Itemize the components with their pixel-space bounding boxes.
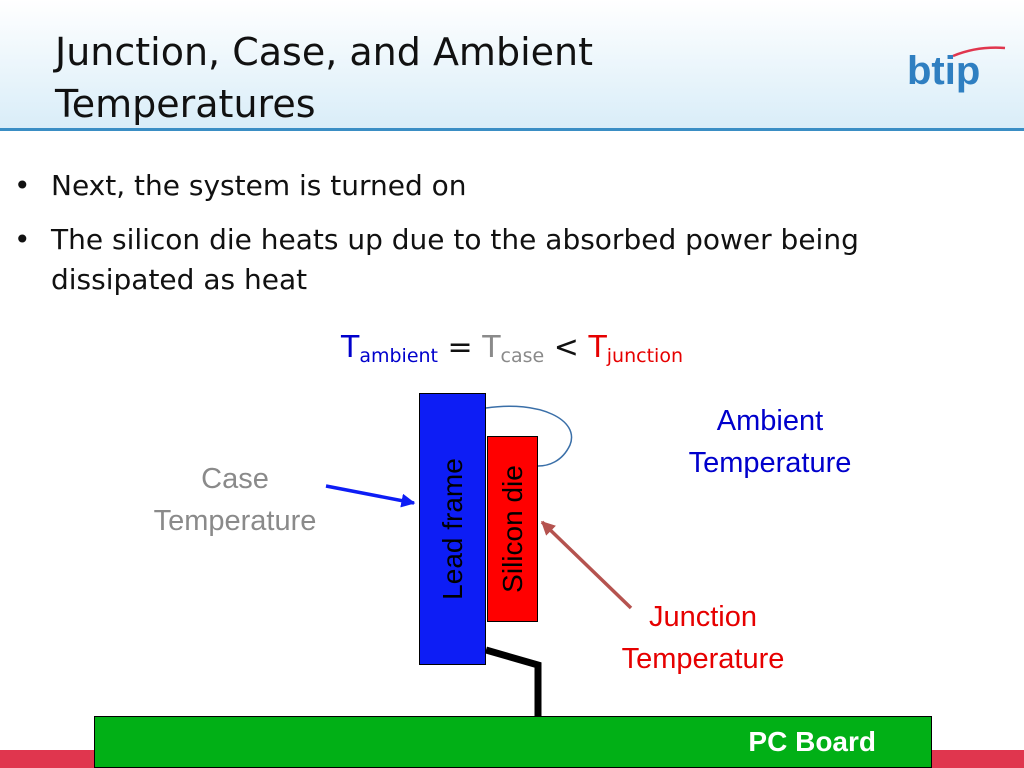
- t-case-symbol: T: [482, 330, 501, 365]
- package-lead: [485, 646, 542, 718]
- t-junction-symbol: T: [588, 330, 607, 365]
- case-temperature-label: Case Temperature: [153, 463, 317, 537]
- ambient-temperature-label: Ambient Temperature: [688, 405, 852, 479]
- temperature-equation: Tambient = Tcase < Tjunction: [0, 330, 1024, 367]
- case-arrow: [325, 484, 416, 508]
- t-junction-subscript: junction: [606, 345, 683, 367]
- bullet-item: • Next, the system is turned on: [14, 166, 1004, 206]
- bullet-text: The silicon die heats up due to the abso…: [51, 223, 859, 296]
- slide-title: Junction, Case, and Ambient Temperatures: [55, 30, 593, 126]
- bullet-list: • Next, the system is turned on • The si…: [14, 166, 1004, 314]
- lead-frame-block: Lead frame: [419, 393, 486, 665]
- bullet-text: Next, the system is turned on: [51, 169, 467, 202]
- junction-arrow: [540, 520, 633, 610]
- pc-board: PC Board: [94, 716, 932, 768]
- junction-temperature-label: Junction Temperature: [621, 601, 785, 675]
- logo-text: btip: [907, 49, 980, 93]
- header-divider: [0, 128, 1024, 131]
- slide-header: [0, 0, 1024, 128]
- t-case-subscript: case: [500, 345, 545, 367]
- bullet-glyph: •: [14, 169, 31, 202]
- silicon-die-block: Silicon die: [487, 436, 538, 622]
- equals-sign: =: [438, 330, 483, 365]
- t-ambient-symbol: T: [341, 330, 360, 365]
- silicon-die-label: Silicon die: [496, 465, 528, 593]
- less-than-sign: <: [544, 330, 589, 365]
- bullet-item: • The silicon die heats up due to the ab…: [14, 220, 1004, 300]
- bond-wire: [485, 405, 573, 467]
- pc-board-label: PC Board: [748, 726, 876, 757]
- lead-frame-label: Lead frame: [436, 458, 468, 600]
- bullet-glyph: •: [14, 223, 31, 256]
- btip-logo: btip: [907, 46, 1006, 93]
- t-ambient-subscript: ambient: [359, 345, 438, 367]
